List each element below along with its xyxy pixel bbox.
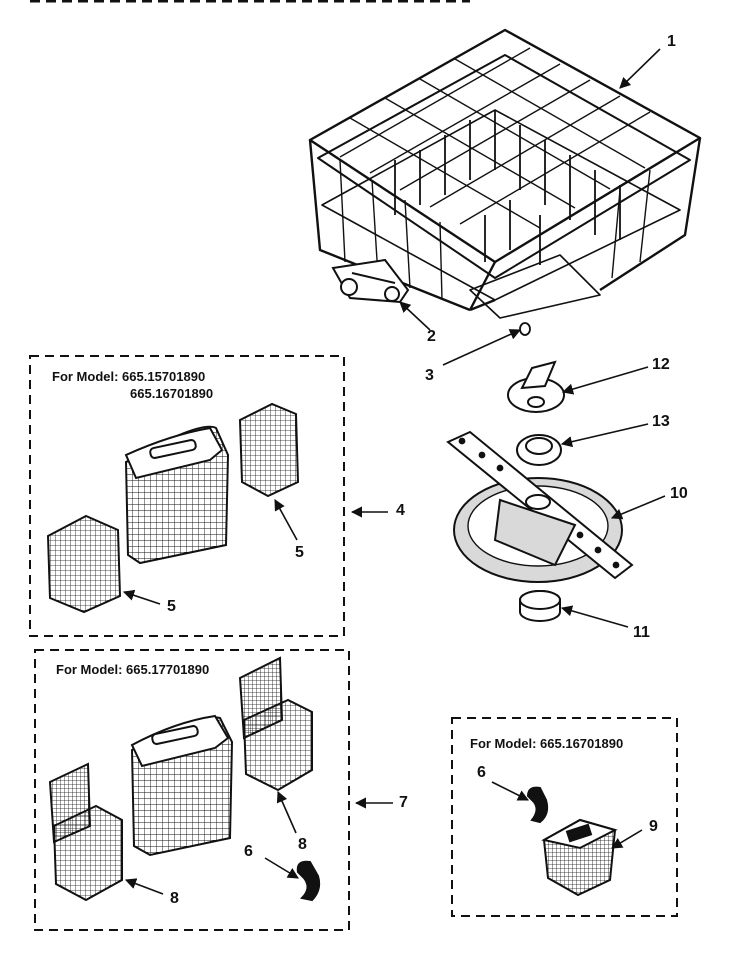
callout-13: 13 — [652, 413, 670, 430]
callout-8-upper: 8 — [298, 836, 307, 853]
model-box-9 — [451, 717, 678, 917]
lower-spray-arm-assembly — [446, 430, 634, 583]
callout-1: 1 — [667, 33, 676, 50]
basket-clip-9 — [526, 786, 549, 824]
silverware-basket-lidded-7l — [48, 762, 123, 902]
callout-5-upper: 5 — [295, 544, 304, 561]
callout-7: 7 — [399, 794, 408, 811]
model-box-4 — [29, 355, 345, 637]
callout-6-box7: 6 — [244, 843, 253, 860]
callout-5-lower: 5 — [167, 598, 176, 615]
silverware-basket-lidded-7r — [238, 656, 313, 792]
leader-lines — [122, 48, 666, 895]
callout-9: 9 — [649, 818, 658, 835]
callout-6-box9: 6 — [477, 764, 486, 781]
small-nut — [519, 322, 531, 336]
rack-roller-clip — [331, 258, 410, 304]
lower-dish-rack — [308, 28, 702, 319]
hub-seal-ring — [519, 590, 561, 622]
spray-arm-cap — [507, 360, 565, 413]
callout-8-lower: 8 — [170, 890, 179, 907]
callout-11: 11 — [633, 624, 650, 641]
silverware-basket-large-7 — [130, 714, 234, 857]
callout-2: 2 — [427, 328, 436, 345]
silverware-basket-small-4l — [46, 514, 122, 614]
callout-4: 4 — [396, 502, 405, 519]
callout-12: 12 — [652, 356, 670, 373]
model-header-box-7: For Model: 665.17701890 — [56, 662, 210, 677]
small-utensil-basket — [541, 818, 618, 897]
bearing-ring — [516, 434, 562, 466]
silverware-basket-small-4r — [238, 402, 300, 498]
model-header-box-4: For Model: 665.15701890 — [52, 369, 206, 384]
callout-10: 10 — [670, 485, 688, 502]
model-header-box-9: For Model: 665.16701890 — [470, 736, 624, 751]
model-box-7 — [34, 649, 350, 931]
basket-clip-7 — [296, 860, 321, 902]
silverware-basket-large-4 — [124, 425, 230, 565]
model-secondary-box-4: 665.16701890 — [130, 386, 214, 401]
callout-3: 3 — [425, 367, 434, 384]
